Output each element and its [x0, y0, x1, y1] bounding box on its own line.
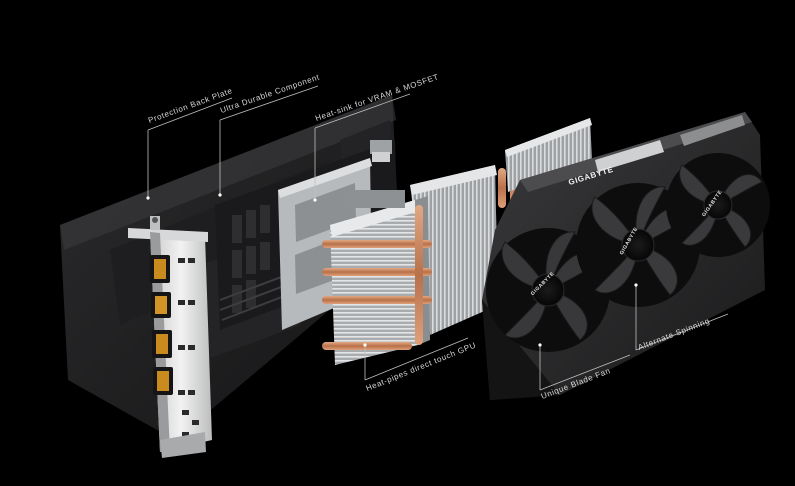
fan-right	[666, 153, 770, 257]
heat-pipes	[322, 158, 518, 350]
gpu-heatsink	[330, 165, 498, 365]
callout-dots	[146, 193, 638, 347]
callout-lines	[147, 85, 729, 391]
upper-fin-stack	[505, 118, 592, 192]
displayport-icon	[153, 367, 173, 395]
io-bracket	[128, 216, 212, 458]
hdmi-port-icon	[151, 292, 171, 318]
displayport-icon	[150, 255, 170, 283]
displayport-icon	[152, 330, 172, 358]
